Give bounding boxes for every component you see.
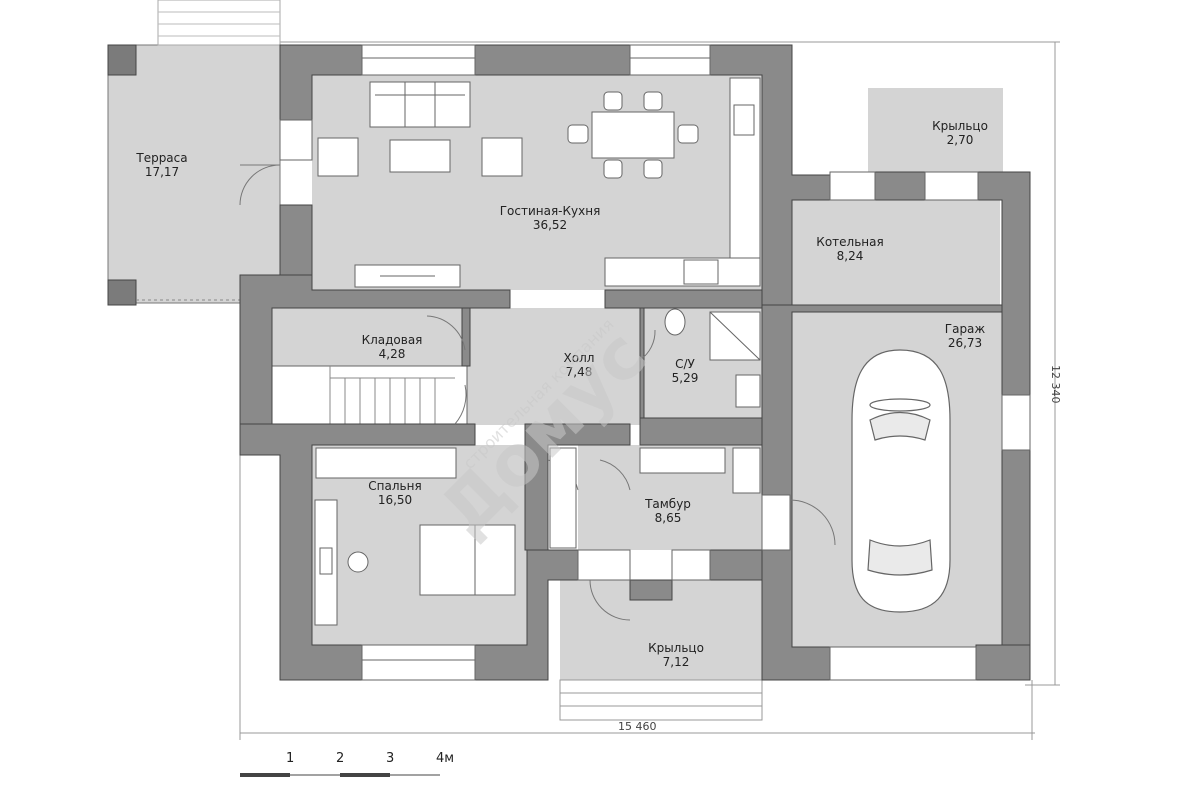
room-area-terrace: 17,17 <box>145 165 179 179</box>
armchair-right <box>481 137 523 177</box>
room-name-vestibule: Тамбур <box>644 497 691 511</box>
scale-tick-4: 4м <box>436 751 454 766</box>
scale-bar: 1 2 3 4м <box>240 751 454 777</box>
room-area-hall: 7,48 <box>566 365 593 379</box>
room-area-boiler: 8,24 <box>837 249 864 263</box>
room-name-pantry: Кладовая <box>362 333 423 347</box>
room-area-living: 36,52 <box>533 218 567 232</box>
furniture <box>314 77 761 626</box>
room-area-pantry: 4,28 <box>379 347 406 361</box>
walls <box>239 44 1031 681</box>
wardrobe-bedroom <box>315 447 457 479</box>
room-name-boiler: Котельная <box>816 235 883 249</box>
stairs <box>271 365 468 425</box>
room-name-living: Гостиная-Кухня <box>500 204 601 218</box>
wardrobe-vestibule <box>639 447 726 474</box>
coffee-table <box>389 139 451 173</box>
room-area-bedroom: 16,50 <box>378 493 412 507</box>
scale-tick-2: 2 <box>336 751 344 766</box>
room-area-bath: 5,29 <box>672 371 699 385</box>
room-name-terrace: Терраса <box>135 151 187 165</box>
room-name-bath: С/У <box>675 357 695 371</box>
room-name-garage: Гараж <box>945 322 986 336</box>
sofa <box>369 81 471 128</box>
room-labels: Терраса 17,17 Гостиная-Кухня 36,52 Крыль… <box>135 119 988 669</box>
room-name-bedroom: Спальня <box>368 479 421 493</box>
dining-table <box>591 111 675 159</box>
room-name-porch-main: Крыльцо <box>648 641 704 655</box>
scale-tick-3: 3 <box>386 751 394 766</box>
room-area-porch-small: 2,70 <box>947 133 974 147</box>
porch-steps <box>559 679 763 721</box>
sink <box>735 374 761 408</box>
car <box>851 349 951 613</box>
room-area-porch-main: 7,12 <box>663 655 690 669</box>
scale-tick-1: 1 <box>286 751 294 766</box>
room-name-hall: Холл <box>564 351 595 365</box>
wardrobe-vestibule-left <box>549 447 577 549</box>
armchair-left <box>317 137 359 177</box>
room-name-porch-small: Крыльцо <box>932 119 988 133</box>
windows <box>279 44 1031 681</box>
terrace-area <box>107 0 281 306</box>
room-area-vestibule: 8,65 <box>655 511 682 525</box>
door-swings <box>239 164 836 621</box>
dimension-height: 12 340 <box>1049 365 1062 404</box>
dimension-width: 15 460 <box>618 720 657 733</box>
toilet <box>664 308 686 336</box>
room-area-garage: 26,73 <box>948 336 982 350</box>
